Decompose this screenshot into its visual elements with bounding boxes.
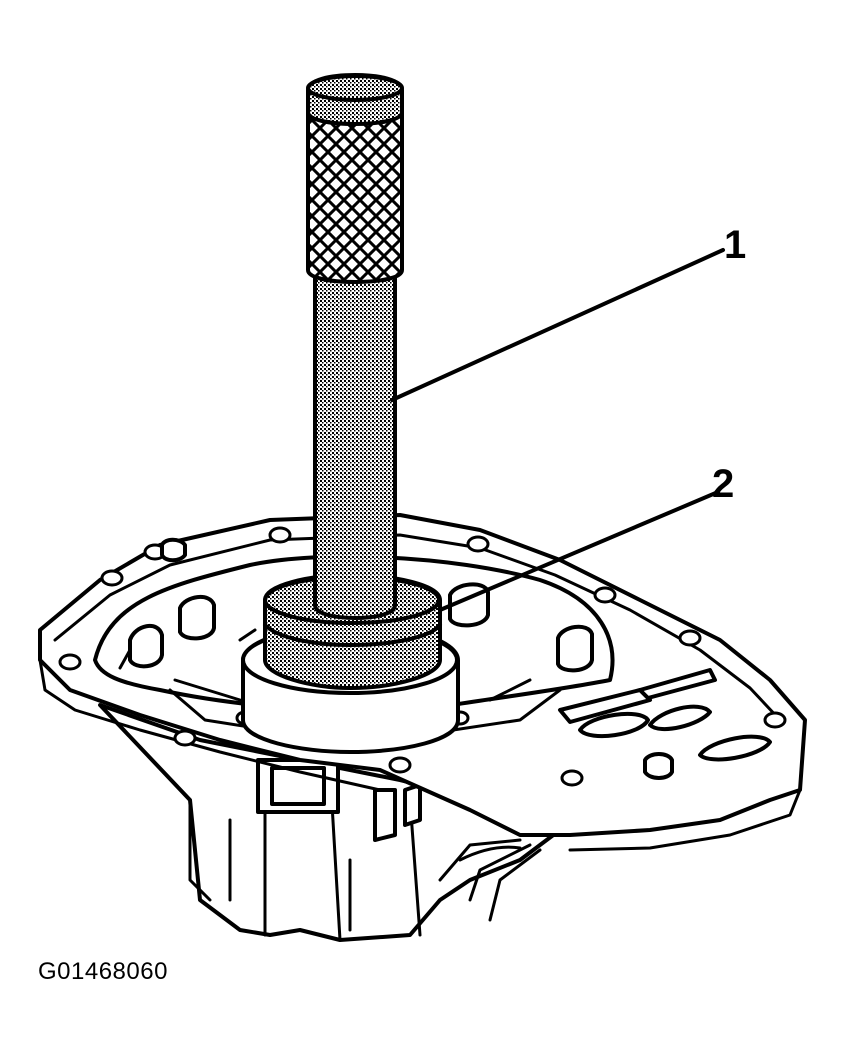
- callout-2-leader: [438, 490, 720, 612]
- callout-1-leader: [390, 248, 725, 402]
- installer-base: [241, 572, 460, 754]
- transmission-case: [98, 703, 562, 942]
- callout-1-label: 1: [724, 223, 746, 267]
- figure-id: G01468060: [38, 958, 168, 985]
- driver-handle: [306, 72, 404, 621]
- callout-2-label: 2: [712, 462, 734, 506]
